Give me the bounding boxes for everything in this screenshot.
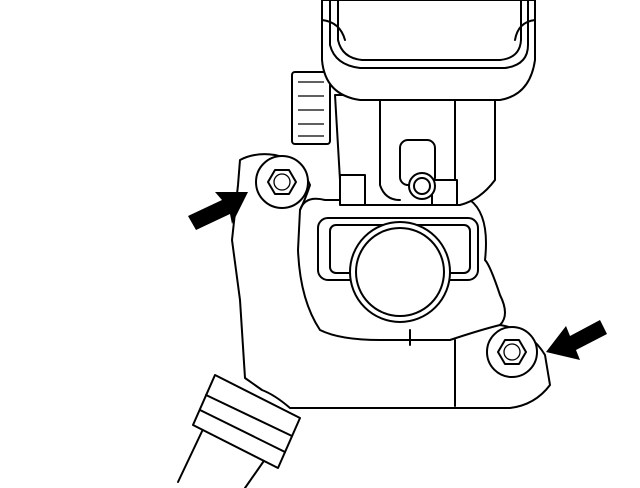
electrical-connector bbox=[291, 71, 331, 145]
cylinder-bore-boss bbox=[317, 217, 479, 323]
fluid-reservoir bbox=[321, 0, 536, 101]
upper-mounting-nut bbox=[255, 155, 309, 209]
pushrod-tube bbox=[177, 374, 301, 488]
arrow-icon bbox=[188, 192, 248, 230]
master-cylinder-body bbox=[334, 94, 496, 206]
lower-mounting-nut bbox=[486, 326, 538, 378]
arrow-icon bbox=[546, 320, 607, 360]
